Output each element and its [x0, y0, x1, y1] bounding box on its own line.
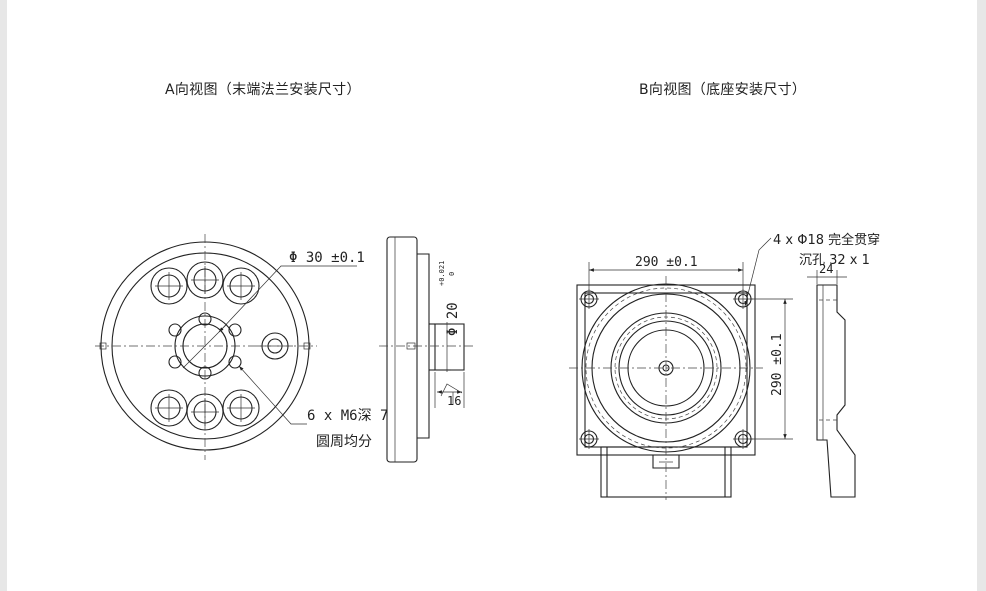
view-b-side-profile: 24 [807, 262, 856, 498]
corner-hole-tl [579, 289, 599, 309]
dim-shaft-tol-upper: +0.021 [438, 261, 446, 286]
dim-width-label: 290 ±0.1 [635, 255, 698, 270]
technical-drawing: Φ 30 ±0.1 6 x M6深 7 圆周均分 Φ 20 +0.021 0 [95, 232, 880, 500]
view-b-title: B向视图（底座安装尺寸） [639, 82, 807, 98]
corner-hole-bl [579, 429, 599, 449]
dim-shaft-tol-lower: 0 [448, 272, 456, 276]
corner-hole-br [733, 429, 753, 449]
bolt-group-bottom [150, 389, 260, 431]
dim-shaft-label: Φ 20 [445, 302, 461, 336]
dim-depth-label: 16 [447, 394, 461, 408]
view-a-flange-front: Φ 30 ±0.1 6 x M6深 7 圆周均分 [95, 234, 388, 460]
drawing-sheet: A向视图（末端法兰安装尺寸） B向视图（底座安装尺寸） [7, 0, 977, 591]
dim-bore-label: Φ 30 ±0.1 [289, 250, 365, 266]
corner-hole-tr [733, 289, 753, 309]
view-a-side-profile: Φ 20 +0.021 0 16 [379, 236, 473, 463]
bolt-group-top [150, 261, 260, 305]
hole-note-a-line1: 6 x M6深 7 [307, 408, 388, 424]
dim-height-label: 290 ±0.1 [770, 333, 785, 396]
dim-thickness-label: 24 [819, 262, 833, 276]
hole-note-a-line2: 圆周均分 [316, 434, 372, 450]
hole-note-b-line2: 沉孔 32 x 1 [799, 253, 870, 268]
view-a-title: A向视图（末端法兰安装尺寸） [165, 82, 361, 98]
hole-note-b-line1: 4 x Φ18 完全贯穿 [773, 232, 880, 248]
view-b-base-plate: 290 ±0.1 290 ±0.1 4 x Φ18 完全贯穿 沉孔 32 x 1 [569, 232, 880, 500]
